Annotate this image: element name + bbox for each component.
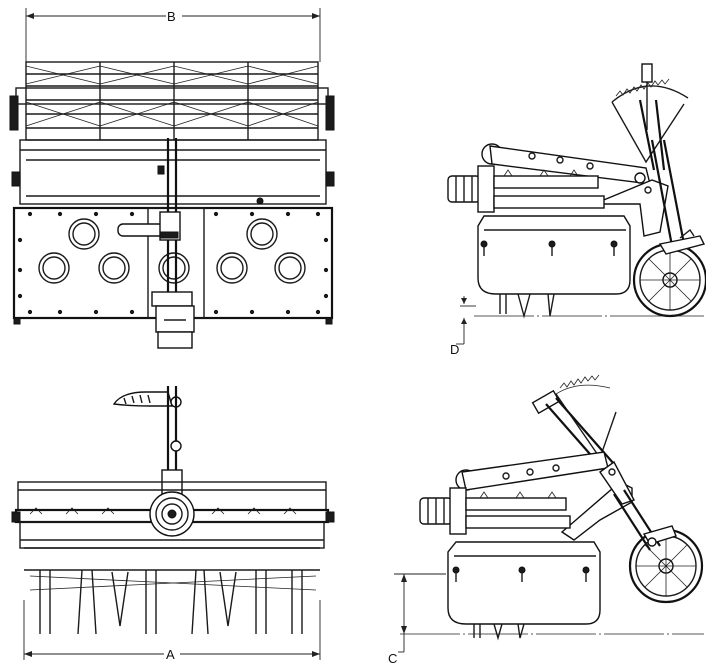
dimension-b: B xyxy=(25,8,321,62)
dimension-a-label: A xyxy=(166,647,175,662)
roller-cage xyxy=(9,61,335,141)
side-view-bottom: C xyxy=(388,374,704,666)
hood-side-bottom xyxy=(447,541,601,641)
linkage-arms-bottom xyxy=(455,451,661,551)
front-hub xyxy=(149,491,195,537)
dimension-a: A xyxy=(23,600,321,662)
handle-column-top xyxy=(117,138,264,349)
top-view-plan: B xyxy=(9,8,335,349)
dimension-d: D xyxy=(450,296,704,357)
hood-side-top xyxy=(477,215,631,319)
wheel-bottom xyxy=(628,525,704,604)
depth-sector-top xyxy=(611,63,689,171)
dimension-c: C xyxy=(388,573,704,666)
front-view: A xyxy=(11,386,335,662)
gearbox-bottom xyxy=(419,487,571,535)
dimension-d-label: D xyxy=(450,342,459,357)
side-view-top: D xyxy=(447,63,706,357)
wheel-top xyxy=(632,228,706,318)
dimension-b-label: B xyxy=(167,9,176,24)
gearbox-top xyxy=(447,165,605,213)
linkage-arms-top xyxy=(481,139,686,247)
main-frame xyxy=(11,139,335,205)
dimension-c-label: C xyxy=(388,651,397,666)
front-handle xyxy=(112,386,183,500)
tines xyxy=(39,569,303,635)
